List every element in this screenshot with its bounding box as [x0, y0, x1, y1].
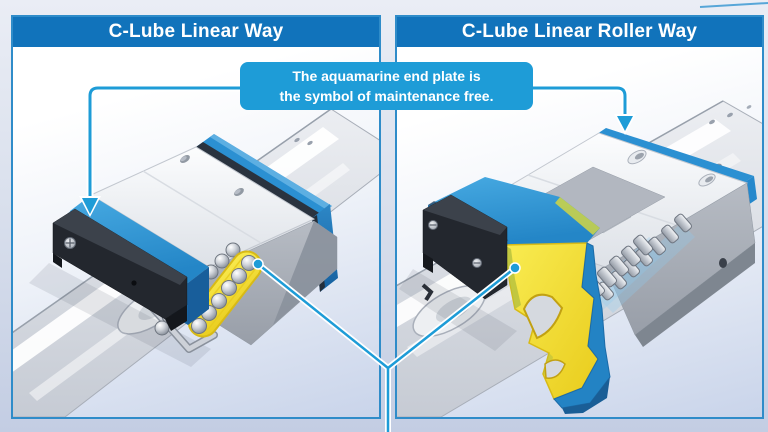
- callout-bubble: The aquamarine end plate is the symbol o…: [240, 62, 533, 110]
- end-plate-bottom-wrap: [553, 242, 611, 414]
- carriage-shadow: [29, 263, 211, 367]
- c-lube-cross-section: [503, 242, 599, 400]
- panel-linear-roller-way-title: C-Lube Linear Roller Way: [461, 21, 698, 42]
- linear-way-illustration: [13, 87, 379, 417]
- crop-edge-artifact-line: [699, 2, 768, 8]
- panel-linear-way-body: [13, 47, 379, 417]
- panel-linear-way-title: C-Lube Linear Way: [108, 21, 284, 42]
- callout-text-line1: The aquamarine end plate is: [292, 68, 481, 84]
- panel-linear-way-header: C-Lube Linear Way: [13, 17, 379, 47]
- rail-arch-opening: [522, 293, 564, 340]
- panel-linear-roller-way-header: C-Lube Linear Roller Way: [397, 17, 762, 47]
- callout-text-line2: the symbol of maintenance free.: [279, 88, 494, 104]
- end-seal: [52, 208, 188, 331]
